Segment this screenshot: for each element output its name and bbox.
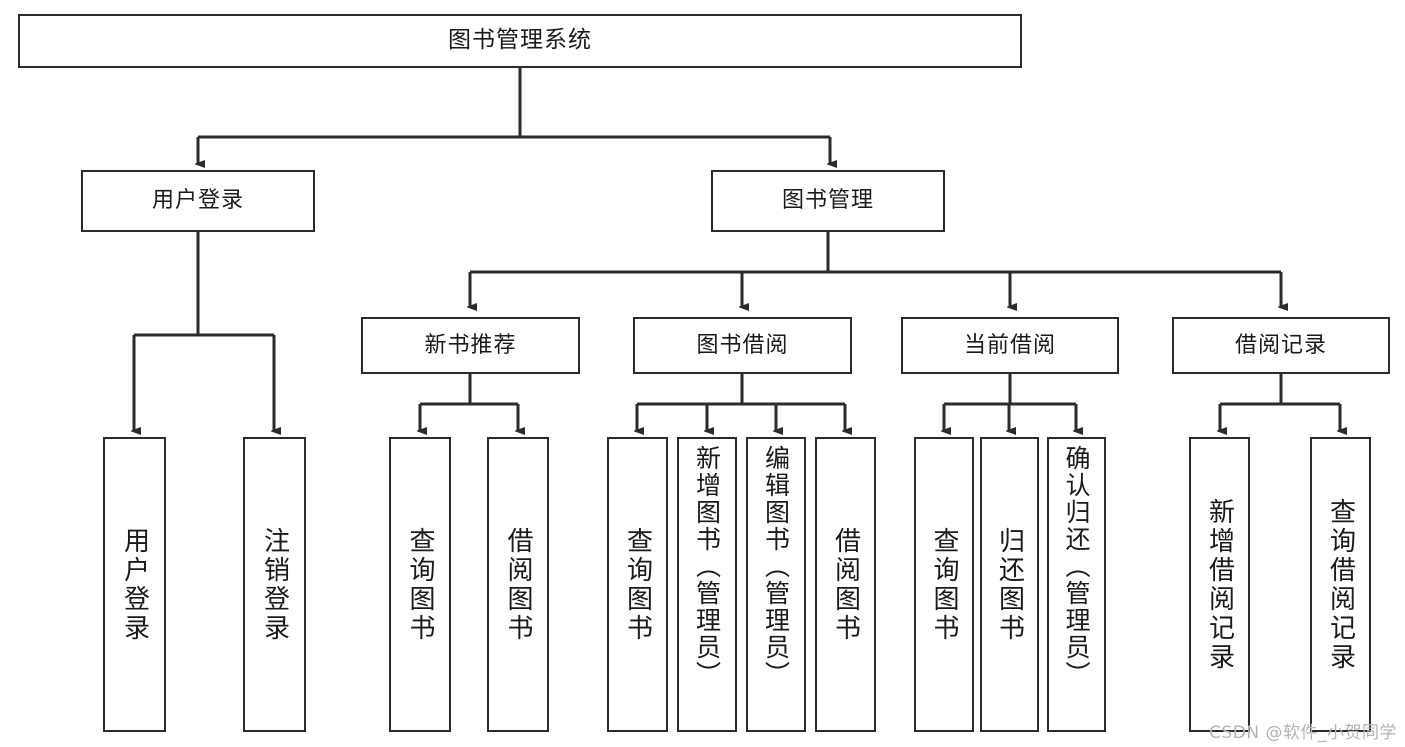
leaf-book-borrow-add-book[interactable]: 新增图书（管理员） bbox=[677, 437, 737, 732]
node-user-login[interactable]: 用户登录 bbox=[81, 170, 315, 232]
leaf-borrow-record-add-record[interactable]: 新增借阅记录 bbox=[1189, 437, 1250, 732]
node-label: 归还图书 bbox=[994, 526, 1025, 643]
node-root-book-management-system[interactable]: 图书管理系统 bbox=[18, 14, 1022, 68]
node-label: 借阅记录 bbox=[1234, 332, 1327, 358]
node-label: 当前借阅 bbox=[963, 332, 1056, 358]
node-label: 查询借阅记录 bbox=[1325, 497, 1356, 672]
leaf-book-borrow-edit-book[interactable]: 编辑图书（管理员） bbox=[746, 437, 806, 732]
node-label: 新书推荐 bbox=[424, 332, 517, 358]
node-label: 注销登录 bbox=[259, 526, 290, 643]
node-current-borrow[interactable]: 当前借阅 bbox=[901, 317, 1119, 374]
node-label: 借阅图书 bbox=[830, 526, 861, 643]
leaf-user-login-login[interactable]: 用户登录 bbox=[103, 437, 166, 732]
node-label: 编辑图书（管理员） bbox=[761, 445, 791, 688]
node-book-borrow[interactable]: 图书借阅 bbox=[633, 317, 852, 374]
node-label: 图书管理 bbox=[781, 188, 874, 214]
node-label: 新增图书（管理员） bbox=[692, 445, 722, 688]
leaf-new-book-borrow-book[interactable]: 借阅图书 bbox=[487, 437, 549, 732]
leaf-book-borrow-query-book[interactable]: 查询图书 bbox=[607, 437, 668, 732]
node-new-book-recommend[interactable]: 新书推荐 bbox=[361, 317, 580, 374]
node-book-management[interactable]: 图书管理 bbox=[711, 170, 945, 232]
node-label: 图书借阅 bbox=[696, 332, 789, 358]
leaf-new-book-query-book[interactable]: 查询图书 bbox=[389, 437, 451, 732]
leaf-borrow-record-query-record[interactable]: 查询借阅记录 bbox=[1310, 437, 1371, 732]
node-label: 新增借阅记录 bbox=[1204, 497, 1235, 672]
node-label: 查询图书 bbox=[929, 526, 959, 643]
leaf-current-borrow-confirm-return[interactable]: 确认归还（管理员） bbox=[1047, 437, 1106, 732]
leaf-book-borrow-borrow-book[interactable]: 借阅图书 bbox=[815, 437, 876, 732]
node-label: 查询图书 bbox=[622, 526, 653, 643]
node-label: 确认归还（管理员） bbox=[1062, 445, 1091, 688]
node-label: 查询图书 bbox=[405, 526, 435, 643]
leaf-current-borrow-query-book[interactable]: 查询图书 bbox=[914, 437, 974, 732]
node-label: 借阅图书 bbox=[503, 526, 533, 643]
leaf-current-borrow-return-book[interactable]: 归还图书 bbox=[980, 437, 1039, 732]
leaf-user-login-logout[interactable]: 注销登录 bbox=[243, 437, 306, 732]
node-label: 用户登录 bbox=[119, 526, 150, 643]
node-label: 图书管理系统 bbox=[448, 27, 592, 54]
node-label: 用户登录 bbox=[151, 188, 244, 214]
node-borrow-record[interactable]: 借阅记录 bbox=[1172, 317, 1390, 374]
